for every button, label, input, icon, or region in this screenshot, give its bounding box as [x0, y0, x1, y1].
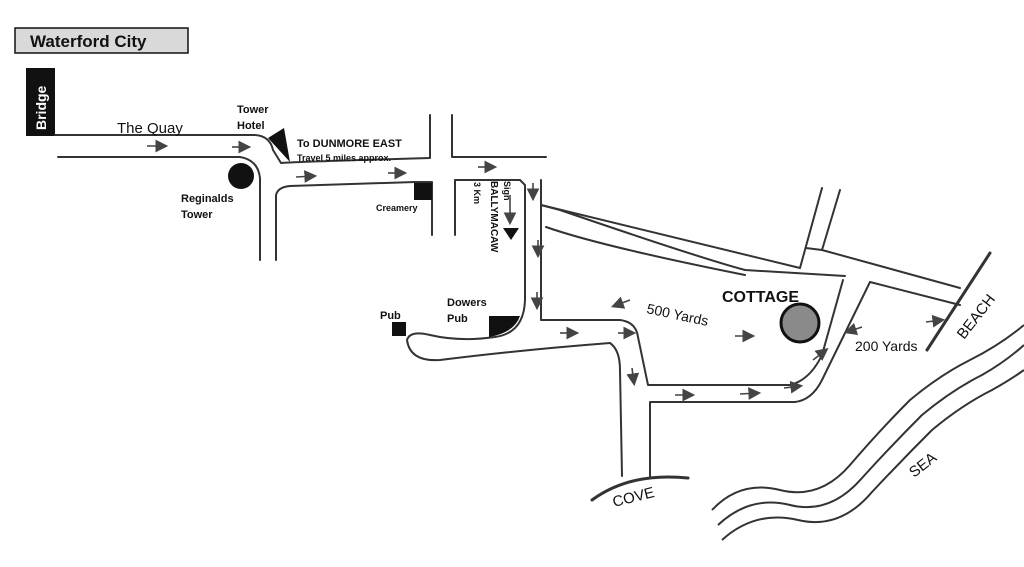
- bridge-label: Bridge: [33, 85, 49, 130]
- sea-waves: [711, 324, 1024, 541]
- two-hundred-yards-label: 200 Yards: [855, 338, 918, 354]
- five-hundred-yards-label: 500 Yards: [645, 300, 709, 329]
- map-title: Waterford City: [30, 32, 147, 51]
- the-quay-label: The Quay: [117, 120, 183, 137]
- cove-shore: [590, 475, 690, 502]
- map-labels: The Quay Tower Hotel To DUNMORE EAST Tra…: [117, 104, 999, 511]
- bridge-marker: Bridge: [26, 68, 55, 136]
- creamery-marker: [414, 183, 432, 200]
- dowers-pub-label-1: Dowers: [447, 297, 487, 309]
- three-km-label: 3 Km: [472, 182, 482, 204]
- reginalds-label-1: Reginalds: [181, 193, 234, 205]
- creamery-label: Creamery: [376, 203, 418, 213]
- travel-note-label: Travel 5 miles approx.: [297, 153, 391, 163]
- sea-label: SEA: [906, 449, 940, 481]
- ballymacaw-label: BALLYMACAW: [488, 181, 499, 253]
- tower-hotel-marker: [268, 128, 290, 162]
- cottage-label: COTTAGE: [722, 289, 799, 306]
- pub-marker: [392, 322, 406, 336]
- dunmore-east-label: To DUNMORE EAST: [297, 138, 402, 150]
- sign-label: Sign: [502, 181, 512, 201]
- reginalds-tower-marker: [228, 163, 254, 189]
- tower-hotel-label-1: Tower: [237, 104, 269, 116]
- tower-hotel-label-2: Hotel: [237, 120, 265, 132]
- dowers-pub-label-2: Pub: [447, 313, 468, 325]
- roads: [54, 114, 992, 477]
- landmarks: [228, 128, 821, 344]
- sign-marker: [503, 228, 519, 240]
- cove-label: COVE: [611, 484, 656, 511]
- pub-label: Pub: [380, 310, 401, 322]
- cottage-marker: [779, 302, 821, 344]
- route-arrows: [147, 139, 946, 402]
- title-box: Waterford City: [14, 27, 189, 54]
- dowers-pub-marker: [489, 316, 520, 337]
- reginalds-label-2: Tower: [181, 209, 213, 221]
